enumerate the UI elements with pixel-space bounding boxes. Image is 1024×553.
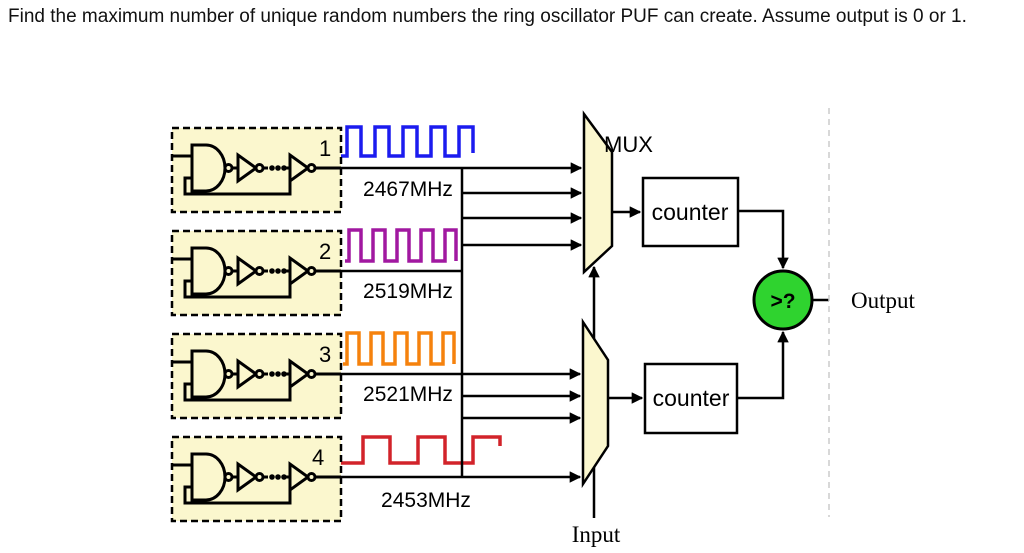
frequency-label-osc1: 2467MHz [363, 178, 453, 201]
oscillator-number: 2 [319, 239, 331, 264]
counter1-label: counter [652, 199, 729, 225]
waveform-osc3 [343, 331, 456, 366]
counter2-box [643, 362, 739, 435]
counter2-label: counter [653, 385, 730, 411]
waveform-osc1 [341, 125, 475, 158]
oscillator-number: 3 [319, 342, 331, 367]
frequency-label-osc2: 2519MHz [363, 280, 453, 303]
mux-label: MUX [604, 132, 653, 157]
question-text: Find the maximum number of unique random… [8, 6, 967, 27]
counter2-to-comparator-wire [737, 330, 789, 400]
waveform-osc4 [341, 435, 502, 465]
oscillator-number: 1 [319, 136, 331, 161]
ring-oscillator-4: 4 [170, 435, 343, 523]
frequency-label-osc3: 2521MHz [363, 383, 453, 406]
counter1-to-comparator-wire [738, 209, 789, 270]
comparator-label: >? [770, 290, 795, 313]
oscillator-number: 4 [312, 445, 324, 470]
frequency-label-osc4: 2453MHz [381, 489, 471, 512]
waveform-osc2 [345, 228, 458, 263]
comparator-circle [752, 269, 814, 331]
counter1-box [641, 176, 740, 248]
output-label: Output [851, 288, 916, 313]
mux2-shape [581, 317, 610, 489]
ring-oscillator-3: 3 [170, 332, 343, 420]
ring-oscillator-1: 1 [170, 126, 343, 214]
mux1-shape [582, 110, 614, 275]
ring-oscillator-2: 2 [170, 229, 343, 317]
input-label: Input [572, 522, 621, 547]
